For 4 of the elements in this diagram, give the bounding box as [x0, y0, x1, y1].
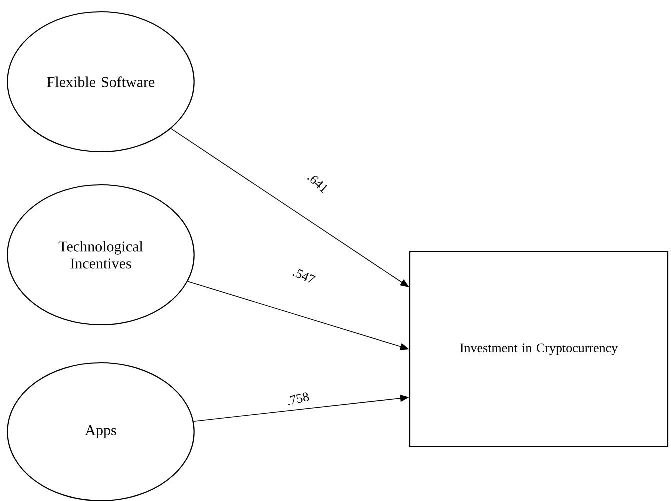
- edge-label: .758: [284, 390, 312, 408]
- edge-label: .641: [305, 170, 331, 196]
- outcome-box: Investment in Cryptocurrency: [409, 251, 669, 448]
- edge-label: .547: [290, 266, 318, 286]
